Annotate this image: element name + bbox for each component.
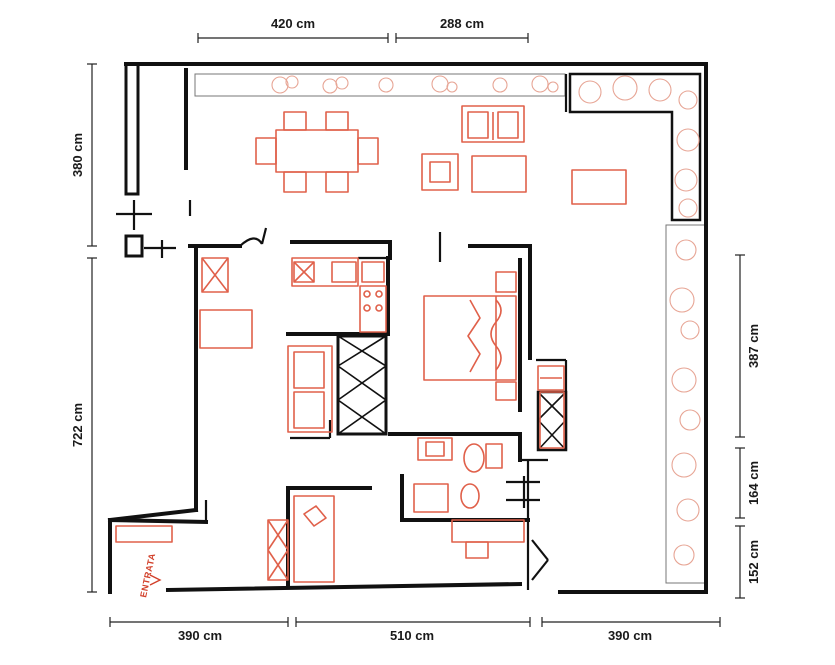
dimension-top-right: 288 cm bbox=[395, 16, 529, 43]
planter-top bbox=[194, 73, 566, 97]
dimension-right-1: 387 cm bbox=[735, 254, 761, 438]
dim-label-right-1: 387 cm bbox=[746, 324, 761, 368]
dimension-bottom-2: 510 cm bbox=[295, 617, 531, 643]
planter-corner bbox=[568, 72, 702, 222]
storage-bed bbox=[267, 495, 335, 583]
dining-table-set bbox=[255, 111, 379, 193]
entry-bench bbox=[115, 525, 173, 543]
dim-label-bottom-3: 390 cm bbox=[608, 628, 652, 643]
bedroom-wardrobe bbox=[537, 365, 565, 449]
dim-label-bottom-2: 510 cm bbox=[390, 628, 434, 643]
dim-label-right-2: 164 cm bbox=[746, 461, 761, 505]
desk-set bbox=[451, 519, 525, 559]
entrance-arrow-icon bbox=[149, 574, 162, 586]
dim-label-bottom-1: 390 cm bbox=[178, 628, 222, 643]
bathroom-fixtures bbox=[413, 437, 503, 513]
dimension-right-3: 152 cm bbox=[735, 525, 761, 599]
double-bed bbox=[423, 271, 517, 401]
walls bbox=[107, 62, 708, 594]
dim-label-left-2: 722 cm bbox=[70, 403, 85, 447]
kitchen-counter bbox=[291, 257, 387, 333]
dim-label-top-1: 420 cm bbox=[271, 16, 315, 31]
dim-label-left-1: 380 cm bbox=[70, 133, 85, 177]
dim-label-right-3: 152 cm bbox=[746, 540, 761, 584]
terrace-armchair bbox=[421, 153, 459, 191]
dimension-left-1: 380 cm bbox=[70, 63, 97, 247]
dimension-left-2: 722 cm bbox=[70, 257, 97, 593]
dim-label-top-2: 288 cm bbox=[440, 16, 484, 31]
entry-cabinet bbox=[199, 257, 253, 349]
hatched-column-center bbox=[336, 334, 388, 436]
dimension-bottom-3: 390 cm bbox=[541, 617, 721, 643]
hatched-column-right bbox=[536, 390, 568, 452]
terrace-lounger bbox=[571, 169, 627, 205]
dimension-top-left: 420 cm bbox=[197, 16, 389, 43]
entrance-label: ENTRATA bbox=[138, 552, 157, 598]
planter-right bbox=[665, 224, 707, 584]
living-sofa bbox=[287, 345, 333, 433]
terrace-sofa bbox=[461, 105, 525, 143]
dimension-right-2: 164 cm bbox=[735, 447, 761, 519]
terrace-coffee-table bbox=[471, 155, 527, 193]
dimension-bottom-1: 390 cm bbox=[109, 617, 289, 643]
